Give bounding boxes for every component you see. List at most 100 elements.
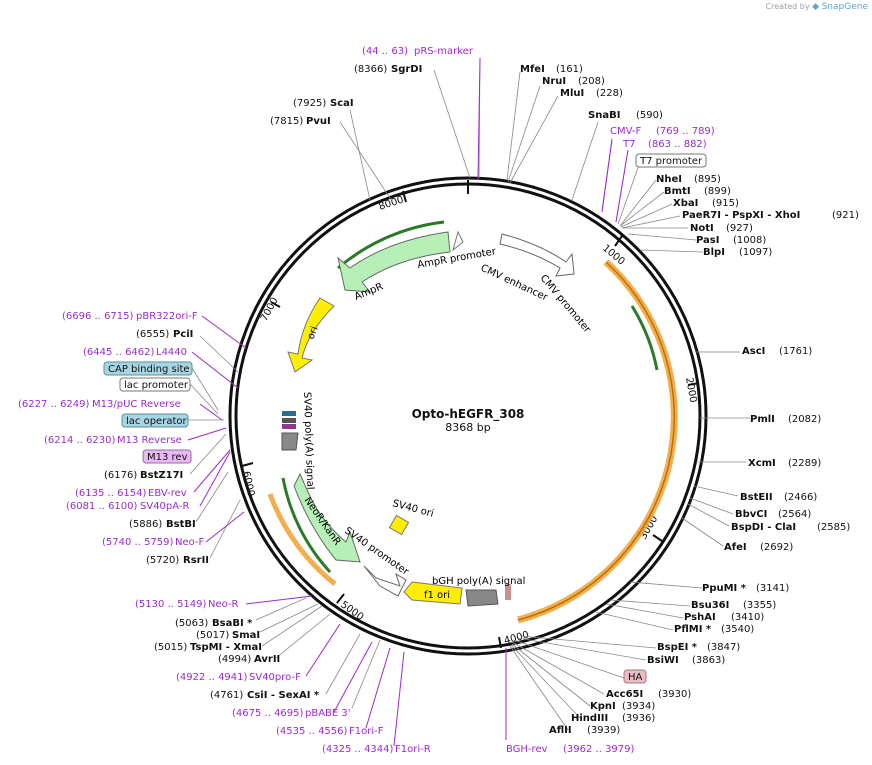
label-pos-F1ori-F: (4535 .. 4556) xyxy=(276,726,348,737)
label-BsiWI: BsiWI xyxy=(647,655,679,666)
cmv-enhancer-feature[interactable] xyxy=(499,233,575,277)
label-pos-BGH-rev: (3962 .. 3979) xyxy=(563,744,635,755)
label-pos-RsrII: (5720) xyxy=(146,555,179,566)
label-pos-L4440: (6445 .. 6462) xyxy=(83,347,155,358)
label-HA: HA xyxy=(628,672,643,683)
orf-arrow-right xyxy=(630,305,659,371)
label-pos-PmlI: (2082) xyxy=(788,414,821,425)
label-pos-XhoI-group: (921) xyxy=(832,210,859,221)
label-pos-Neo-R: (5130 .. 5149) xyxy=(135,599,207,610)
label-AfeI: AfeI xyxy=(724,542,747,553)
m13-rev-box xyxy=(142,449,192,464)
label-CMV-F: CMV-F xyxy=(610,126,641,137)
label-pos-BmtI: (899) xyxy=(704,186,731,197)
ring-tick-1000: 1000 xyxy=(600,243,627,268)
label-NheI: NheI xyxy=(656,174,682,185)
label-pos-PflMI: (3540) xyxy=(721,624,754,635)
label-pos-AfeI: (2692) xyxy=(760,542,793,553)
ori-feature[interactable] xyxy=(287,297,335,373)
label-pos-NheI: (895) xyxy=(694,174,721,185)
label-PmlI: PmlI xyxy=(750,414,775,425)
neo-orf-arc xyxy=(281,477,332,574)
label-XhoI-group: PaeR7I - PspXI - XhoI xyxy=(682,210,800,221)
ha-tag-feature xyxy=(505,584,511,600)
label-EBV-rev: EBV-rev xyxy=(148,488,187,499)
label-Neo-R: Neo-R xyxy=(208,599,239,610)
bgh-polya-feature[interactable] xyxy=(465,589,499,607)
label-pos-SnaBI: (590) xyxy=(636,110,663,121)
label-RsrII: RsrII xyxy=(183,555,209,566)
label-pos-M13-pUC-Reverse: (6227 .. 6249) xyxy=(18,399,90,410)
ring-tick-2000: 2000 xyxy=(683,377,698,404)
label-PflMI: PflMI * xyxy=(674,624,712,635)
label-pos-SmaI: (5017) xyxy=(196,630,229,641)
label-PciI: PciI xyxy=(173,329,193,340)
label-pos-F1ori-R: (4325 .. 4344) xyxy=(322,744,394,755)
label-XcmI: XcmI xyxy=(748,458,776,469)
label-pos-AscI: (1761) xyxy=(779,346,812,357)
label-pos-pRS-marker: (44 .. 63) xyxy=(362,46,408,57)
lac-promoter-box xyxy=(119,377,191,392)
label-SV40pA-R: SV40pA-R xyxy=(140,501,189,512)
t7-promoter-box xyxy=(635,153,707,168)
label-NotI: NotI xyxy=(690,223,714,234)
label-pos-ScaI: (7925) xyxy=(293,98,326,109)
neo-orange-arc xyxy=(267,493,337,586)
credit-brand: SnapGene xyxy=(821,2,868,12)
label-pos-BstZ17I: (6176) xyxy=(104,470,137,481)
label-XbaI: XbaI xyxy=(673,198,698,209)
left-primer-lines xyxy=(187,315,405,747)
label-pos-AvrII: (4994) xyxy=(218,654,251,665)
label-pos-Bsu36I: (3355) xyxy=(743,600,776,611)
label-SgrDI: SgrDI xyxy=(391,64,422,75)
ampr-promoter-arrow[interactable] xyxy=(452,230,464,252)
label-PvuI: PvuI xyxy=(306,116,331,127)
label-M13-rev: M13 rev xyxy=(147,452,188,463)
label-TspMI-XmaI: TspMI - XmaI xyxy=(190,642,262,653)
cap-binding-site-box xyxy=(103,361,193,376)
cmv-enhancer-label: CMV enhancer xyxy=(479,263,550,304)
label-pos-pBR322ori-F: (6696 .. 6715) xyxy=(62,311,134,322)
amp-orf-arc xyxy=(337,220,445,270)
sv40-ori-feature[interactable] xyxy=(388,514,410,536)
label-pos-Neo-F: (5740 .. 5759) xyxy=(102,537,174,548)
label-MluI: MluI xyxy=(560,88,584,99)
ampr-feature[interactable] xyxy=(337,231,451,293)
label-M13-Reverse: M13 Reverse xyxy=(117,435,182,446)
credit-prefix: Created by xyxy=(765,2,810,11)
label-NruI: NruI xyxy=(542,76,566,87)
sv40-polya-label: SV40 poly(A) signal xyxy=(301,392,315,490)
ring-tick-6000: 6000 xyxy=(240,470,256,497)
sv40-promoter-feature[interactable] xyxy=(363,565,407,597)
label-pos-SV40pA-R: (6081 .. 6100) xyxy=(66,501,138,512)
label-AvrII: AvrII xyxy=(254,654,280,665)
label-pRS-marker: pRS-marker xyxy=(414,46,474,57)
lac-operator-box xyxy=(121,413,189,428)
label-pos-BsiWI: (3863) xyxy=(692,655,725,666)
bgh-polya-label: bGH poly(A) signal xyxy=(432,576,525,587)
right-primer-lines xyxy=(477,57,629,740)
neor-kanr-feature[interactable] xyxy=(293,472,361,563)
label-pos-NruI: (208) xyxy=(578,76,605,87)
label-lac-promoter: lac promoter xyxy=(124,380,189,391)
label-CsiI-SexAI: CsiI - SexAI * xyxy=(247,690,320,701)
label-pos-PvuI: (7815) xyxy=(270,116,303,127)
label-pos-BlpI: (1097) xyxy=(739,247,772,258)
label-ScaI: ScaI xyxy=(330,98,354,109)
label-AscI: AscI xyxy=(742,346,765,357)
label-BbvCI: BbvCI xyxy=(735,509,767,520)
f1-ori-feature[interactable] xyxy=(403,581,463,605)
label-AflII: AflII xyxy=(549,725,572,736)
label-Neo-F: Neo-F xyxy=(175,537,205,548)
label-pBABE-3: pBABE 3' xyxy=(305,708,351,719)
label-pos-KpnI: (3934) xyxy=(622,701,655,712)
label-pos-MfeI: (161) xyxy=(556,64,583,75)
label-BGH-rev: BGH-rev xyxy=(506,744,548,755)
label-M13-pUC-Reverse: M13/pUC Reverse xyxy=(92,399,181,410)
label-pBR322ori-F: pBR322ori-F xyxy=(136,311,198,322)
label-pos-SgrDI: (8366) xyxy=(354,64,387,75)
label-pos-T7: (863 .. 882) xyxy=(648,139,707,150)
label-F1ori-F: F1ori-F xyxy=(349,726,384,737)
label-BspEI: BspEI * xyxy=(657,642,698,653)
label-F1ori-R: F1ori-R xyxy=(395,744,431,755)
